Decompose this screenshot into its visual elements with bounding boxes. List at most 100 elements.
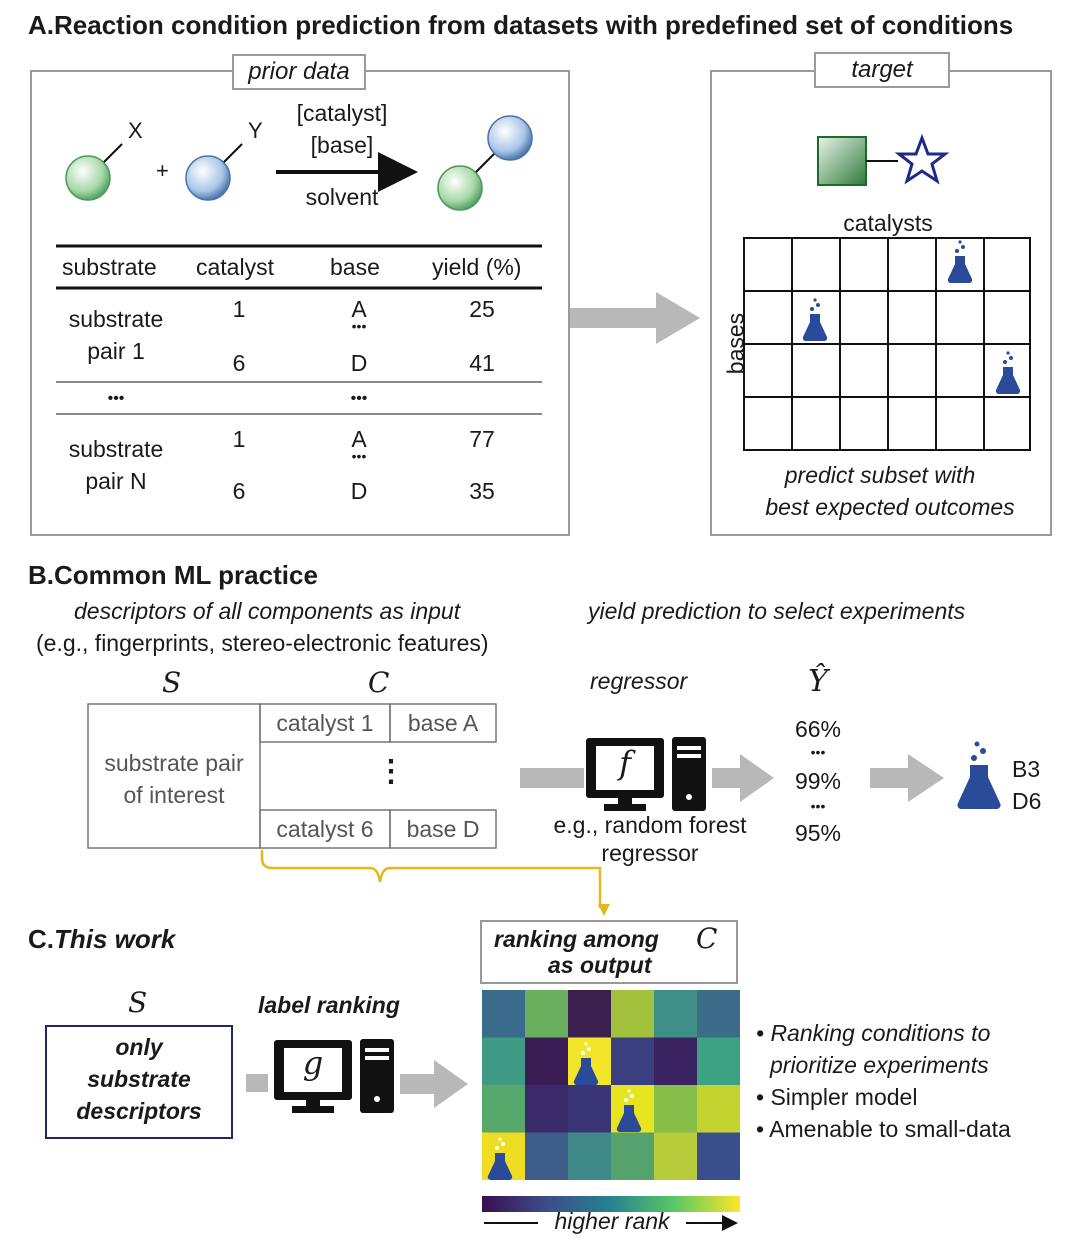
header-yield: yield (%) [432,254,522,280]
bullet-1b: prioritize experiments [770,1052,989,1078]
bases-axis-label: bases [722,312,749,375]
heatmap-cell [697,1132,740,1180]
square-fragment-icon [817,136,867,186]
g1-r1-catalyst: 1 [232,296,246,322]
heatmap-cell [482,1037,525,1085]
g2-r1-yield: 77 [469,426,495,452]
heatmap-cell [697,990,740,1038]
prior-data-box [30,70,570,536]
yellow-bracket [260,850,602,908]
base-a-cell: base A [407,710,479,736]
group1-name: substrate [68,306,164,332]
flask-icon [487,1137,513,1181]
grid-caption-1: predict subset with [784,462,976,488]
rows-ellipsis-base: ••• [350,390,368,407]
group2-name: substrate [68,436,164,462]
flask-icon [802,298,828,342]
g2-r1-base: A [351,426,367,452]
group1-name-2: pair 1 [87,338,145,364]
f-symbol: f [619,744,631,782]
panel-b-desc-1: descriptors of all components as input [74,598,461,624]
result-b3: B3 [1012,756,1041,782]
regressor-label: regressor [590,668,688,694]
header-base: base [330,254,380,280]
rf-label-1: e.g., random forest [553,812,747,838]
heatmap-cell [525,990,568,1038]
heatmap-cell [654,1132,697,1180]
computer-icon [274,1039,394,1113]
green-sphere-product [437,165,483,211]
panel-c-title-text: This work [54,924,176,954]
heatmap-cell [697,1085,740,1133]
catalyst-1-cell: catalyst 1 [276,710,374,736]
g1-r2-catalyst: 6 [232,350,246,376]
panel-b-right-desc: yield prediction to select experiments [588,598,966,624]
label-ranking: label ranking [258,992,400,1018]
g2-ellipsis: ••• [351,448,367,464]
colorbar [482,1196,740,1212]
colorbar-label: higher rank [554,1208,670,1234]
x-label: X [128,118,143,143]
panel-b-title: B.Common ML practice [28,560,318,590]
heatmap-cell [568,1085,611,1133]
flow-arrow-c [434,1060,468,1108]
base-condition: [base] [310,132,374,158]
catalysts-axis-label: catalysts [843,210,933,236]
green-sphere-reactant [65,155,111,201]
flask-icon [616,1089,642,1133]
yield-dots-2: ••• [810,798,826,814]
substrate-pair-label-2: of interest [123,782,225,808]
heatmap-cell [697,1037,740,1085]
g1-r1-base: A [351,296,367,322]
ranking-output-1: ranking among [494,926,659,952]
g2-r2-catalyst: 6 [232,478,246,504]
g2-r1-catalyst: 1 [232,426,246,452]
yield-3: 95% [794,820,842,846]
header-catalyst: catalyst [196,254,274,280]
g1-ellipsis: ••• [351,318,367,334]
yield-1: 66% [794,716,842,742]
flask-icon-large [957,741,1001,810]
plus-sign: + [156,158,169,183]
g1-r2-base: D [350,350,368,376]
ranking-output-box [480,920,738,984]
catalyst-condition: [catalyst] [296,100,388,126]
blue-sphere-product [487,115,533,161]
rows-ellipsis: ••• [107,390,125,407]
substrate-pair-label: substrate pair [104,750,244,776]
s-symbol-c: S [128,986,148,1019]
base-d-cell: base D [406,816,480,842]
g-symbol: g [302,1044,324,1082]
condition-grid [743,237,1031,451]
solvent-condition: solvent [305,184,379,210]
g2-r2-yield: 35 [469,478,495,504]
catalyst-6-cell: catalyst 6 [276,816,374,842]
panel-c-title: C.This work [28,924,175,955]
flow-arrow-b1 [740,754,774,802]
heatmap-cell [525,1037,568,1085]
panel-b-desc-2: (e.g., fingerprints, stereo-electronic f… [36,630,489,656]
heatmap-cell [525,1132,568,1180]
heatmap-cell [525,1085,568,1133]
header-substrate: substrate [62,254,157,280]
flow-arrow-b2 [908,754,944,802]
heatmap-cell [482,1085,525,1133]
result-d6: D6 [1012,788,1042,814]
g1-r1-yield: 25 [469,296,495,322]
flask-icon [573,1042,599,1086]
target-tag: target [814,52,950,88]
c-symbol-c: C [696,922,718,955]
input-table [87,703,497,849]
flask-icon [947,240,973,284]
bullet-1: • Ranking conditions to [756,1020,991,1046]
y-label: Y [248,118,263,143]
prior-data-tag: prior data [232,54,366,90]
group2-name-2: pair N [85,468,147,494]
yield-2: 99% [794,768,842,794]
blue-sphere-reactant [185,155,231,201]
flask-icon [995,351,1021,395]
heatmap-cell [611,1037,654,1085]
bullet-3: • Amenable to small-data [756,1116,1011,1142]
descriptors-label: descriptors [76,1098,202,1124]
only-label: only [115,1034,163,1060]
